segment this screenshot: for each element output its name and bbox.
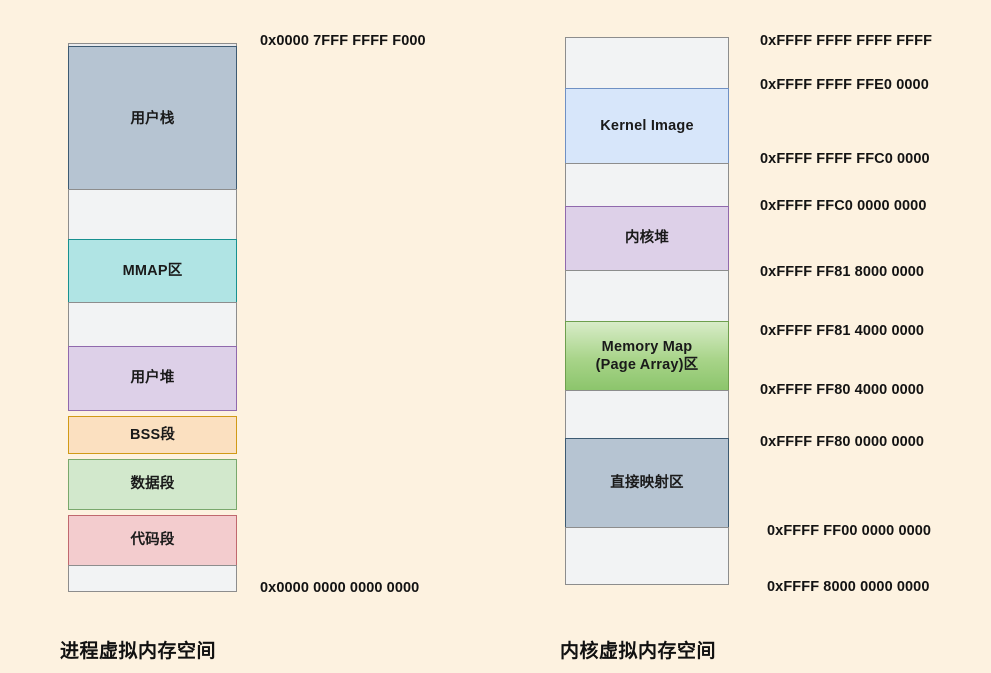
memory-block-gap-3 bbox=[565, 390, 729, 439]
addr-ffff-ff00-0000-0000: 0xFFFF FF00 0000 0000 bbox=[767, 523, 932, 539]
memory-block-kernel-heap: 内核堆 bbox=[565, 206, 729, 271]
process-memory-column: 用户栈 MMAP区用户堆 BSS段数据段代码段 bbox=[68, 43, 237, 592]
memory-block-gap-3 bbox=[68, 565, 237, 592]
memory-block-user-heap: 用户堆 bbox=[68, 346, 237, 411]
memory-block-gap-bottom bbox=[565, 527, 729, 585]
addr-zero: 0x0000 0000 0000 0000 bbox=[260, 580, 420, 596]
addr-ffff-ff81-8000-0000: 0xFFFF FF81 8000 0000 bbox=[760, 264, 925, 280]
addr-ffff-ffc0-0000-0000: 0xFFFF FFC0 0000 0000 bbox=[760, 198, 927, 214]
addr-ffff-ff80-0000-0000: 0xFFFF FF80 0000 0000 bbox=[760, 434, 925, 450]
memory-block-user-stack: 用户栈 bbox=[68, 46, 237, 192]
memory-block-text-segment: 代码段 bbox=[68, 515, 237, 566]
kernel-memory-column: Kernel Image 内核堆 Memory Map(Page Array)区直接… bbox=[565, 37, 729, 585]
addr-ffff-ffff-ffff-ffff: 0xFFFF FFFF FFFF FFFF bbox=[760, 33, 933, 49]
kernel-memory-caption: 内核虚拟内存空间 bbox=[560, 641, 717, 662]
addr-ffff-ff80-4000-0000: 0xFFFF FF80 4000 0000 bbox=[760, 382, 925, 398]
addr-ffff-ffff-ffe0-0000: 0xFFFF FFFF FFE0 0000 bbox=[760, 77, 929, 93]
memory-block-data-segment: 数据段 bbox=[68, 459, 237, 510]
addr-ffff-ffff-ffc0-0000: 0xFFFF FFFF FFC0 0000 bbox=[760, 151, 930, 167]
process-memory-caption: 进程虚拟内存空间 bbox=[60, 641, 217, 662]
addr-stack-top: 0x0000 7FFF FFFF F000 bbox=[260, 33, 426, 49]
memory-block-gap-1 bbox=[68, 189, 237, 240]
memory-block-gap-2 bbox=[565, 270, 729, 322]
memory-block-gap-top bbox=[565, 37, 729, 89]
memory-block-kernel-image: Kernel Image bbox=[565, 88, 729, 164]
addr-ffff-ff81-4000-0000: 0xFFFF FF81 4000 0000 bbox=[760, 323, 925, 339]
memory-block-gap-1 bbox=[565, 163, 729, 207]
memory-block-direct-mapping: 直接映射区 bbox=[565, 438, 729, 528]
memory-block-mmap-region: MMAP区 bbox=[68, 239, 237, 303]
memory-block-gap-2 bbox=[68, 302, 237, 347]
memory-block-bss-segment: BSS段 bbox=[68, 416, 237, 454]
addr-ffff-8000-0000-0000: 0xFFFF 8000 0000 0000 bbox=[767, 579, 930, 595]
memory-block-memory-map: Memory Map(Page Array)区 bbox=[565, 321, 729, 391]
